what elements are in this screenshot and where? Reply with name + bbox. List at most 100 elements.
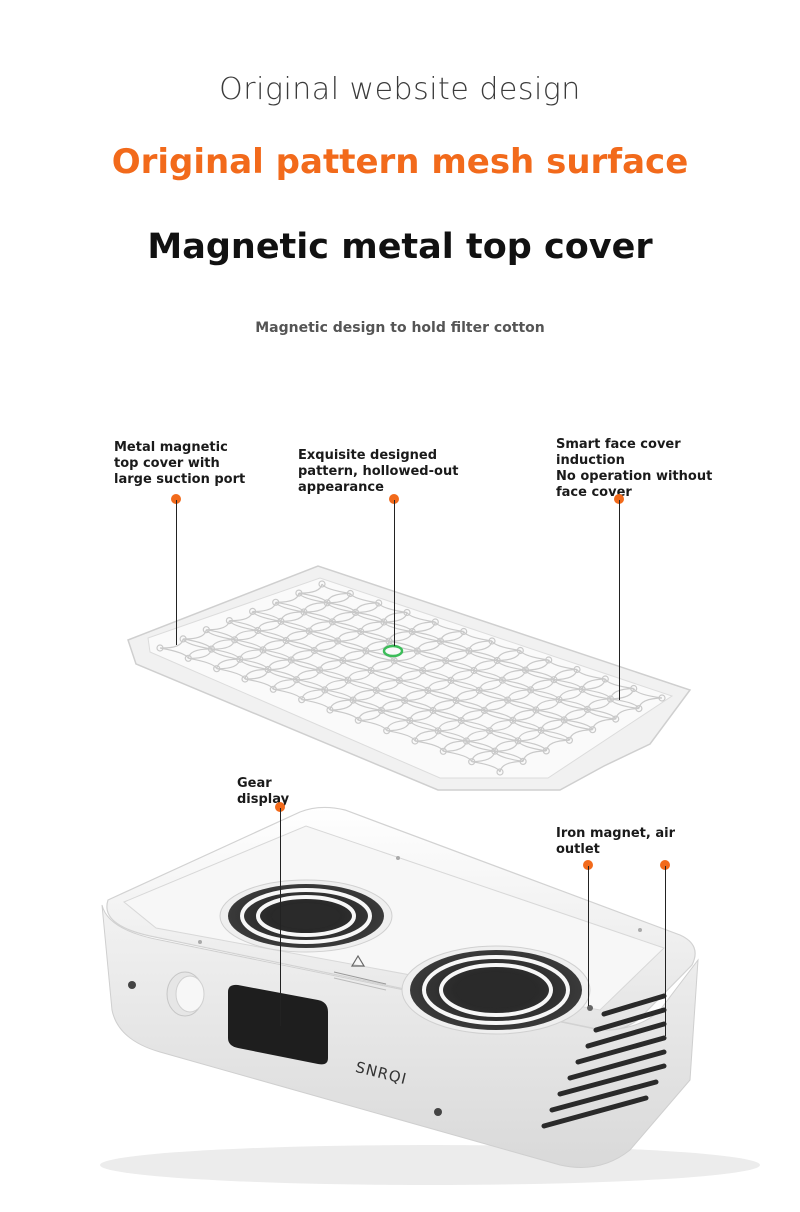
mesh-cell xyxy=(530,679,583,700)
mesh-node xyxy=(509,716,517,724)
mesh-node xyxy=(339,656,347,665)
callout-pattern-dot xyxy=(389,494,399,504)
mesh-node xyxy=(403,608,411,617)
mesh-cell xyxy=(332,612,384,632)
mesh-cell xyxy=(303,602,356,623)
mesh-node xyxy=(344,676,352,684)
page-subtitle: Magnetic design to hold filter cotton xyxy=(255,320,545,336)
callout-iron-magnet-line xyxy=(588,866,589,1006)
mesh-cell xyxy=(342,650,395,671)
mesh-node xyxy=(555,696,563,704)
mesh-node xyxy=(635,704,643,713)
mesh-node xyxy=(277,617,285,625)
mesh-node xyxy=(184,654,192,662)
mesh-node xyxy=(545,656,553,664)
mesh-cell xyxy=(386,720,439,742)
mesh-node xyxy=(468,758,476,766)
mesh-node xyxy=(550,676,558,684)
mesh-node xyxy=(385,637,393,645)
mesh-cell xyxy=(471,750,524,773)
mesh-cell xyxy=(239,649,292,670)
mesh-node xyxy=(241,675,249,683)
mesh-node xyxy=(254,626,262,635)
mesh-cell xyxy=(409,710,462,732)
mesh-cell xyxy=(582,678,634,700)
mesh-cell xyxy=(473,660,526,681)
mesh-node xyxy=(383,727,391,735)
mesh-cell xyxy=(285,630,338,651)
mesh-node xyxy=(486,727,494,735)
mesh-node xyxy=(328,618,336,626)
mesh-cell xyxy=(438,720,490,742)
mesh-node xyxy=(588,726,597,734)
mesh-cell xyxy=(291,650,343,671)
mesh-node xyxy=(390,657,398,665)
mesh-node xyxy=(411,737,419,745)
fan-right-icon xyxy=(401,945,591,1035)
mesh-node xyxy=(565,736,574,744)
mesh-cell xyxy=(252,601,305,622)
fan-left-icon xyxy=(219,879,393,953)
mesh-node xyxy=(372,686,380,694)
mesh-cell xyxy=(216,658,269,680)
mesh-node xyxy=(658,694,666,702)
mesh-node xyxy=(527,686,535,694)
mesh-node xyxy=(583,705,592,714)
mesh-node xyxy=(406,716,414,725)
mesh-node xyxy=(436,637,445,645)
mesh-node xyxy=(375,599,383,607)
mesh-node xyxy=(504,696,512,704)
mesh-cell xyxy=(257,620,310,641)
mesh-cell xyxy=(432,700,485,721)
mesh-node xyxy=(493,656,501,665)
mesh-node xyxy=(521,666,530,674)
mesh-cell xyxy=(497,650,549,671)
callout-metal-cover-line xyxy=(176,500,177,645)
mesh-node xyxy=(460,627,468,636)
mesh-node xyxy=(519,757,527,766)
mesh-node xyxy=(318,580,326,588)
mesh-node xyxy=(447,676,455,685)
mesh-cell xyxy=(450,670,503,691)
mesh-cell xyxy=(211,639,264,660)
mesh-cell xyxy=(268,659,320,681)
mesh-node xyxy=(346,589,354,598)
mesh-node xyxy=(292,676,301,684)
mesh-node xyxy=(442,657,450,665)
mesh-cell xyxy=(262,640,315,661)
mesh-node xyxy=(349,696,357,704)
mesh-cell xyxy=(376,680,428,701)
mesh-node xyxy=(578,685,586,693)
mesh-node xyxy=(282,636,290,645)
mesh-node xyxy=(560,716,568,724)
mesh-cell xyxy=(414,730,467,752)
mesh-cell xyxy=(301,689,354,711)
mesh-cell xyxy=(383,612,436,632)
mesh-cell xyxy=(244,669,297,690)
mesh-node xyxy=(465,647,473,655)
mesh-cell xyxy=(188,648,240,670)
mesh-cell xyxy=(456,689,508,711)
mesh-cell xyxy=(507,689,560,711)
mesh-node xyxy=(475,686,483,694)
mesh-node xyxy=(295,589,303,597)
face-sensor-icon xyxy=(382,644,404,658)
callout-metal-cover-dot xyxy=(171,494,181,504)
mesh-node xyxy=(264,665,272,674)
mesh-cell xyxy=(535,699,588,721)
callout-iron-magnet: Iron magnet, air outlet xyxy=(556,826,675,857)
mesh-cell xyxy=(280,611,333,632)
mesh-cell xyxy=(388,631,441,652)
mesh-node xyxy=(326,706,334,714)
mesh-cell xyxy=(404,690,457,711)
mesh-node xyxy=(424,686,432,695)
mesh-cell xyxy=(610,688,663,709)
page-heading-mesh: Original pattern mesh surface xyxy=(111,142,689,182)
mesh-node xyxy=(401,696,409,705)
mesh-node xyxy=(498,676,506,684)
mesh-cell xyxy=(427,680,480,701)
mesh-node xyxy=(516,646,524,655)
mesh-node xyxy=(362,647,370,655)
mesh-node xyxy=(601,675,609,683)
